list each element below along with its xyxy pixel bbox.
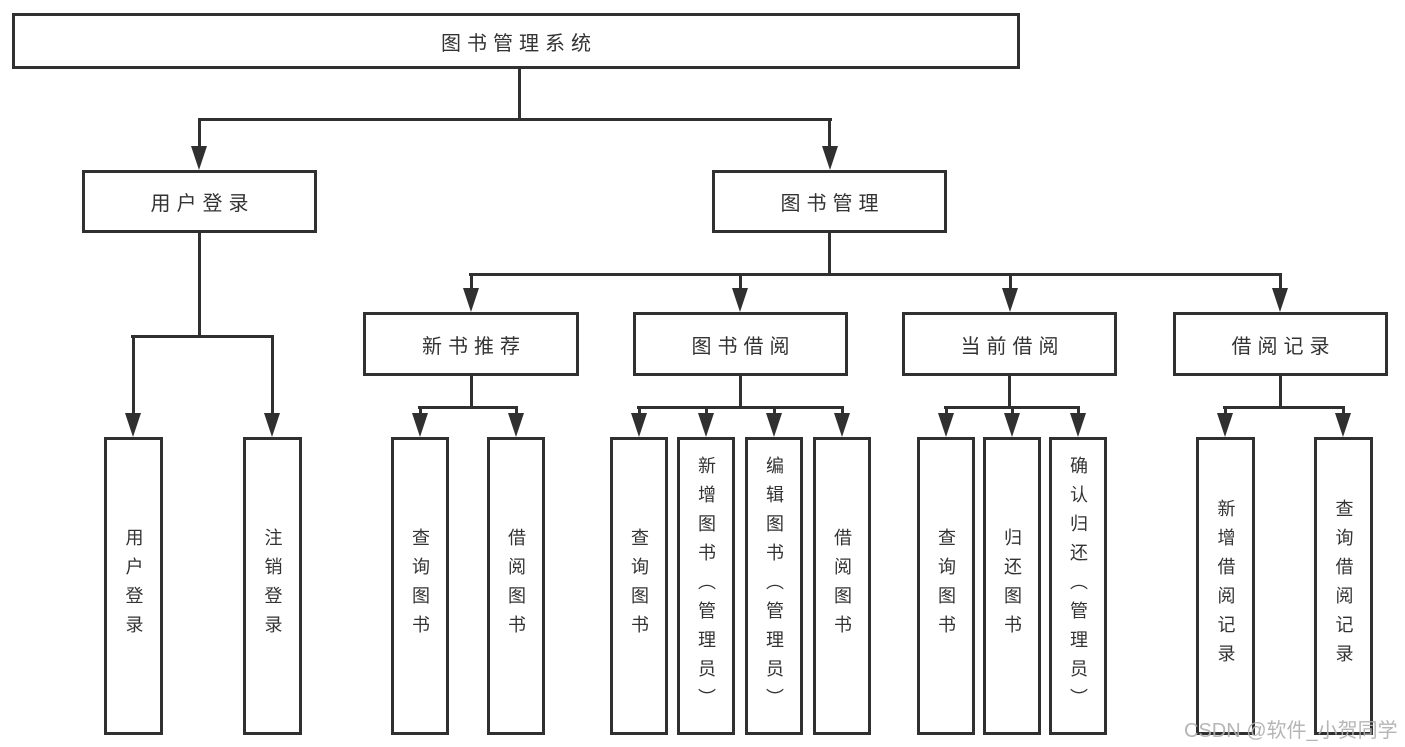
node-book-borrowing-label: 图书借阅 (691, 335, 796, 358)
arrowhead-down-icon (732, 288, 748, 312)
node-rec-borrow-book: 借阅图书 (487, 437, 545, 735)
node-cb-confirm-return-admin: 确认归还（管理员） (1049, 437, 1107, 735)
node-book-management: 图书管理 (712, 170, 947, 233)
connector-to-new-book-rec-shaft (470, 273, 473, 291)
node-bb-borrow-book-label: 借阅图书 (832, 528, 852, 644)
node-br-add-record: 新增借阅记录 (1196, 437, 1255, 735)
connector-shaft (1011, 406, 1014, 416)
arrowhead-down-icon (938, 413, 954, 437)
node-new-book-recommendation-label: 新书推荐 (422, 335, 526, 358)
connector-new-book-rec-bar (418, 406, 518, 409)
node-borrowing-records-label: 借阅记录 (1231, 335, 1336, 358)
node-rec-query-book-label: 查询图书 (410, 528, 430, 644)
connector-new-book-rec-stem (470, 376, 473, 409)
node-bb-add-book-admin-label: 新增图书（管理员） (696, 455, 716, 717)
connector-shaft (419, 406, 422, 416)
arrowhead-down-icon (698, 413, 714, 437)
connector-to-current-borrow-shaft (1009, 273, 1012, 291)
node-bb-add-book-admin: 新增图书（管理员） (677, 437, 735, 735)
connector-to-book-borrow-shaft (739, 273, 742, 291)
node-bb-edit-book-admin-label: 编辑图书（管理员） (764, 455, 784, 717)
arrowhead-down-icon (264, 413, 280, 437)
arrowhead-down-icon (508, 413, 524, 437)
connector-shaft (1224, 406, 1227, 416)
node-br-query-record-label: 查询借阅记录 (1333, 499, 1354, 673)
node-bb-query-book: 查询图书 (610, 437, 668, 735)
node-br-query-record: 查询借阅记录 (1314, 437, 1373, 735)
connector-root-to-book-mgmt-shaft (828, 118, 831, 150)
arrowhead-down-icon (834, 413, 850, 437)
connector-user-login-stem (198, 233, 201, 338)
connector-shaft (773, 406, 776, 416)
node-library-management-system: 图书管理系统 (12, 13, 1020, 69)
connector-borrow-record-stem (1279, 376, 1282, 409)
node-library-management-system-label: 图书管理系统 (441, 32, 597, 55)
arrowhead-down-icon (631, 413, 647, 437)
arrowhead-down-icon (1335, 413, 1351, 437)
connector-shaft (638, 406, 641, 416)
arrowhead-down-icon (822, 146, 838, 170)
arrowhead-down-icon (766, 413, 782, 437)
connector-to-login-shaft (132, 335, 135, 415)
connector-current-borrow-stem (1008, 376, 1011, 409)
csdn-watermark: CSDN @软件_小贺同学 (1184, 720, 1398, 742)
connector-root-stem (518, 69, 521, 121)
node-user-login-leaf: 用户登录 (104, 437, 163, 735)
node-rec-borrow-book-label: 借阅图书 (506, 528, 526, 644)
connector-book-mgmt-bar (469, 273, 1282, 276)
node-current-borrowing: 当前借阅 (902, 312, 1117, 376)
node-br-add-record-label: 新增借阅记录 (1215, 499, 1236, 673)
arrowhead-down-icon (1002, 288, 1018, 312)
node-current-borrowing-label: 当前借阅 (960, 335, 1065, 358)
arrowhead-down-icon (1217, 413, 1233, 437)
connector-root-to-user-login-shaft (198, 118, 201, 150)
connector-book-borrow-bar (637, 406, 844, 409)
arrowhead-down-icon (191, 146, 207, 170)
connector-book-borrow-stem (739, 376, 742, 409)
node-new-book-recommendation: 新书推荐 (363, 312, 579, 376)
connector-shaft (945, 406, 948, 416)
node-book-management-label: 图书管理 (780, 193, 885, 215)
connector-book-mgmt-stem (828, 233, 831, 276)
arrowhead-down-icon (1004, 413, 1020, 437)
arrowhead-down-icon (412, 413, 428, 437)
connector-shaft (1077, 406, 1080, 416)
arrowhead-down-icon (463, 288, 479, 312)
node-rec-query-book: 查询图书 (391, 437, 449, 735)
connector-shaft (705, 406, 708, 416)
node-borrowing-records: 借阅记录 (1173, 312, 1388, 376)
node-book-borrowing: 图书借阅 (633, 312, 848, 376)
node-user-login-group: 用户登录 (82, 170, 317, 233)
connector-root-bar (198, 118, 832, 121)
node-bb-edit-book-admin: 编辑图书（管理员） (745, 437, 803, 735)
node-cb-query-book: 查询图书 (917, 437, 975, 735)
connector-to-logout-shaft (271, 335, 274, 415)
connector-shaft (515, 406, 518, 416)
node-logout-label: 注销登录 (262, 528, 283, 644)
node-cb-return-book-label: 归还图书 (1002, 528, 1022, 644)
node-user-login-group-label: 用户登录 (150, 193, 255, 215)
node-bb-query-book-label: 查询图书 (629, 528, 649, 644)
node-cb-return-book: 归还图书 (983, 437, 1041, 735)
connector-user-login-bar (131, 335, 274, 338)
connector-shaft (1342, 406, 1345, 416)
node-cb-confirm-return-admin-label: 确认归还（管理员） (1068, 455, 1088, 717)
node-cb-query-book-label: 查询图书 (936, 528, 956, 644)
arrowhead-down-icon (1272, 288, 1288, 312)
node-bb-borrow-book: 借阅图书 (813, 437, 871, 735)
connector-borrow-record-bar (1223, 406, 1345, 409)
node-user-login-leaf-label: 用户登录 (123, 528, 144, 644)
connector-shaft (841, 406, 844, 416)
connector-to-borrow-record-shaft (1279, 273, 1282, 291)
arrowhead-down-icon (1070, 413, 1086, 437)
arrowhead-down-icon (125, 413, 141, 437)
node-logout: 注销登录 (243, 437, 302, 735)
